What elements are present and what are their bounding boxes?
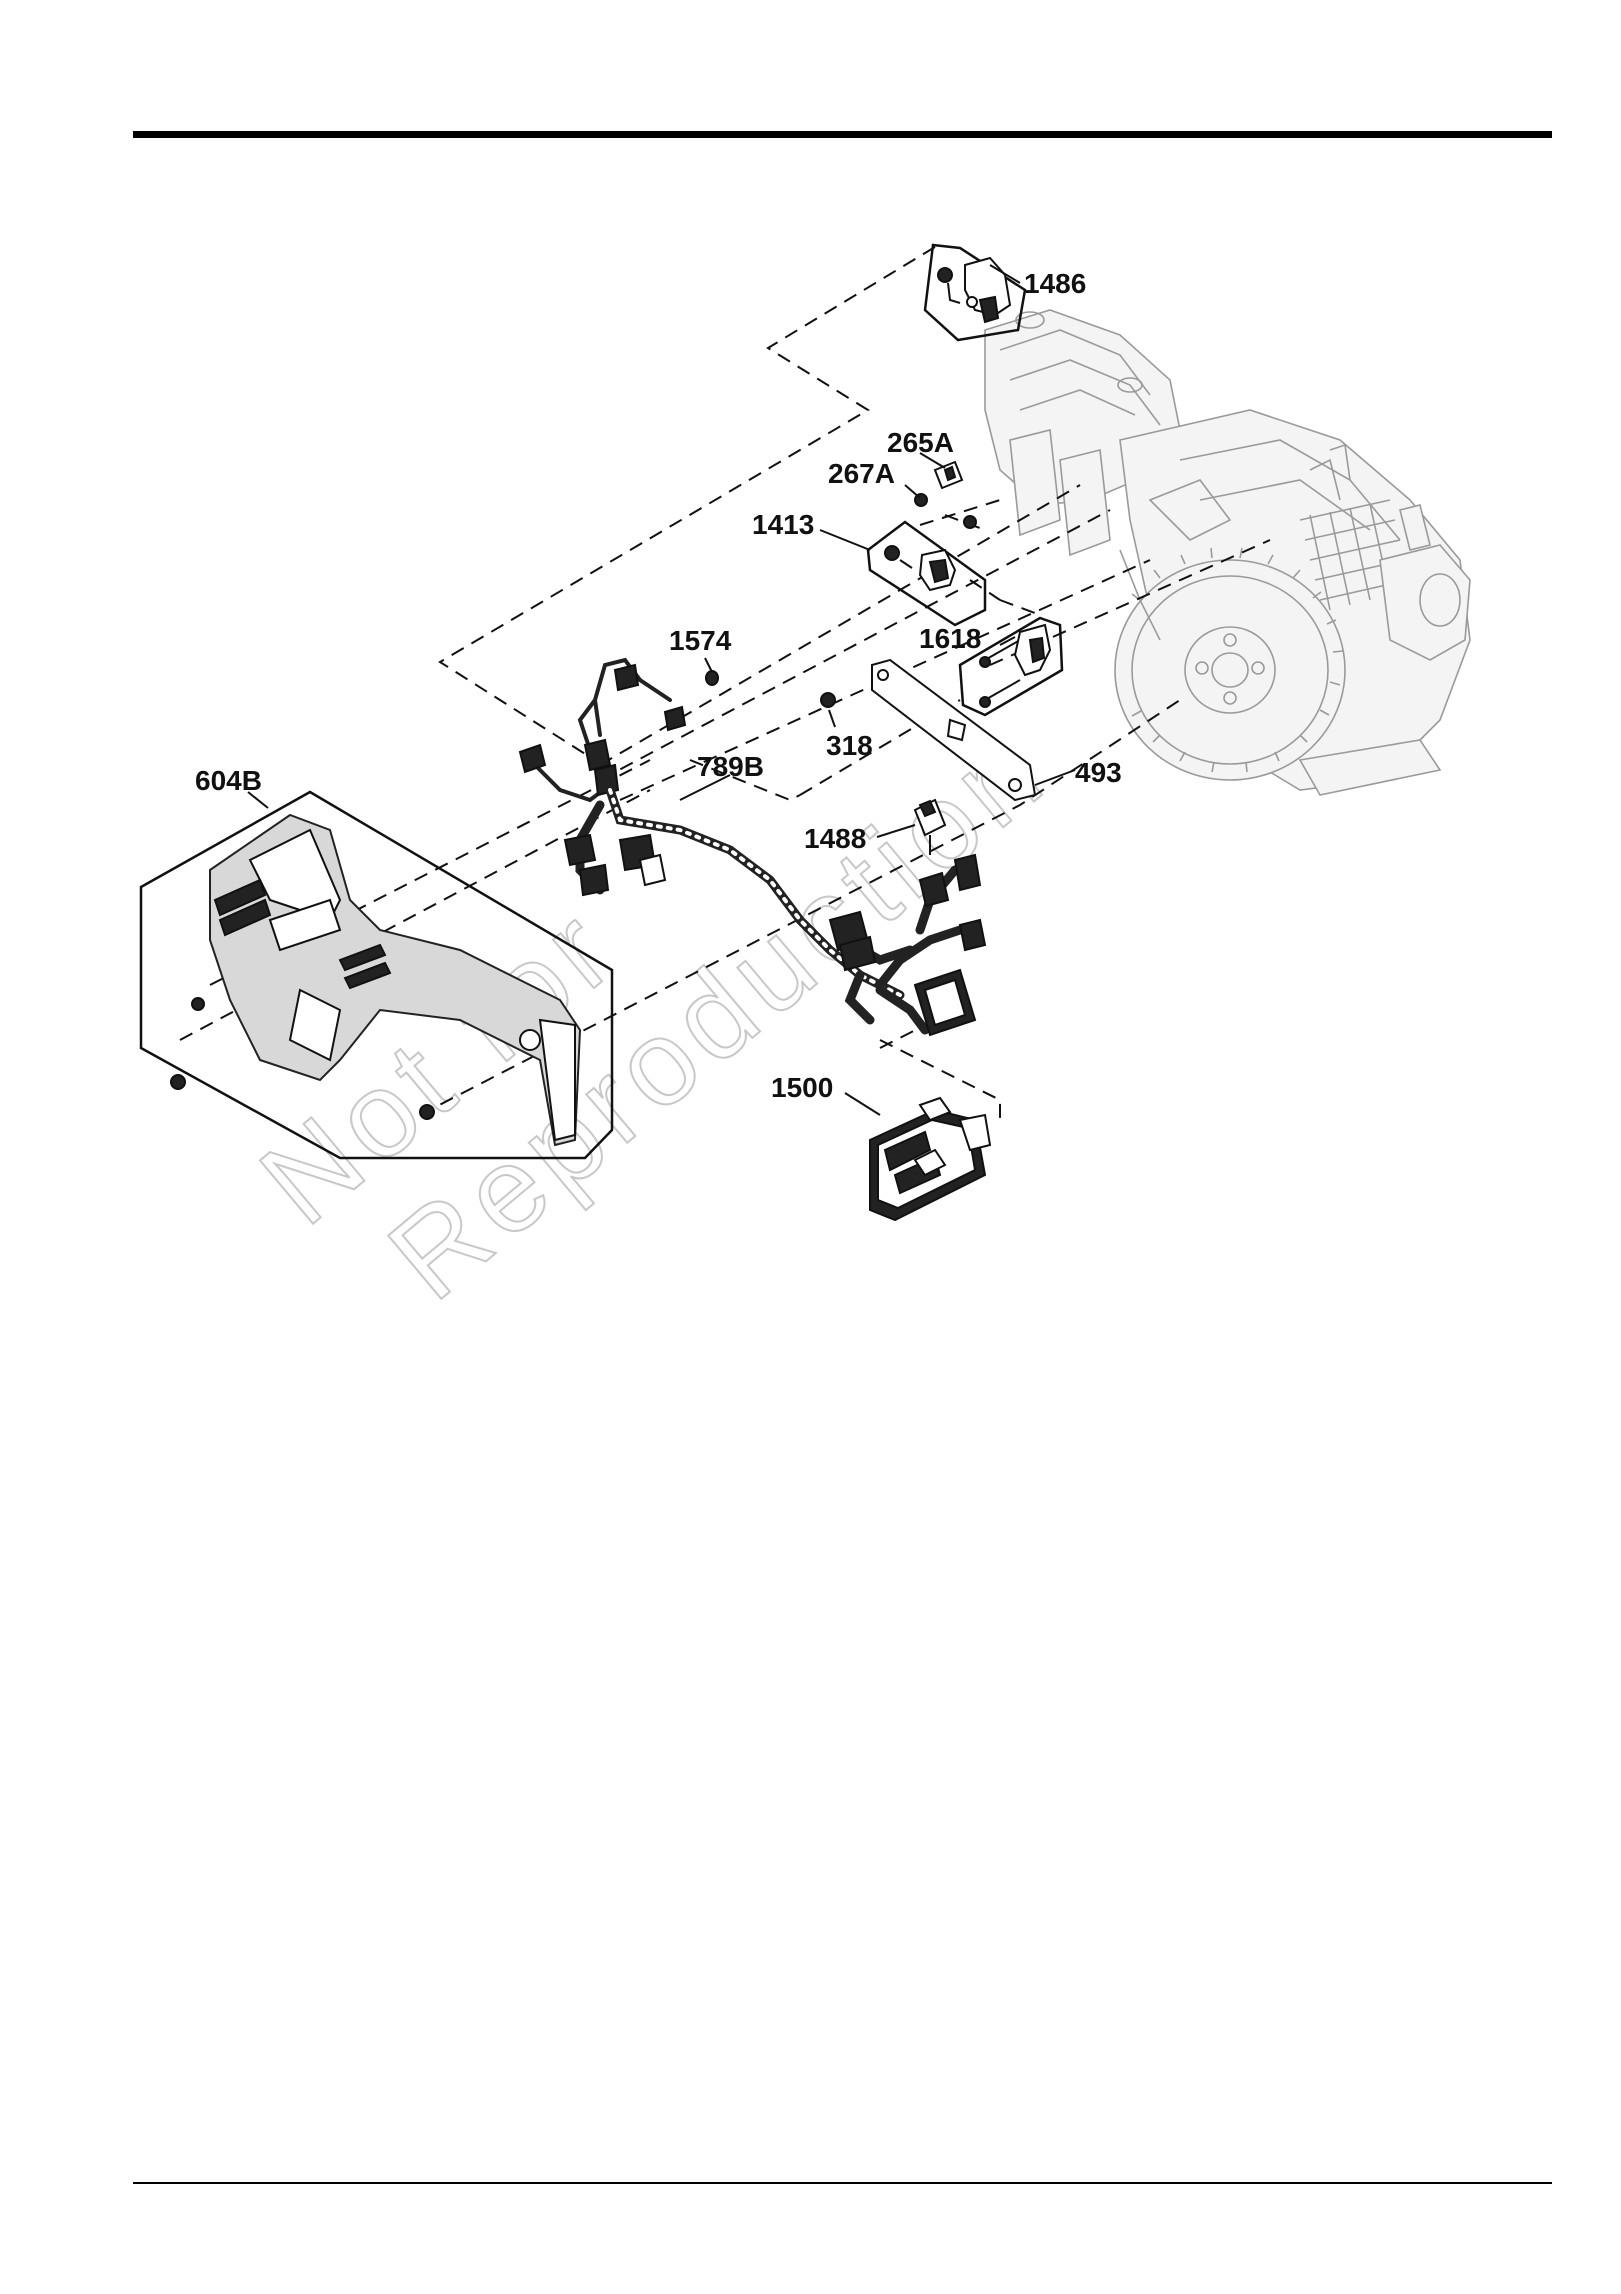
part-318-screw <box>821 693 835 707</box>
callout-1486: 1486 <box>1024 268 1086 299</box>
part-265A-clip <box>935 462 962 488</box>
callout-493: 493 <box>1075 757 1122 788</box>
callout-1618: 1618 <box>919 623 981 654</box>
ecu-module-icon <box>870 1098 990 1220</box>
callout-318: 318 <box>826 730 873 761</box>
callout-604B: 604B <box>195 765 262 796</box>
callout-265A: 265A <box>887 427 954 458</box>
callout-789B: 789B <box>697 751 764 782</box>
callout-1574: 1574 <box>669 625 732 656</box>
engine-assembly-icon <box>985 310 1470 795</box>
callout-1413: 1413 <box>752 509 814 540</box>
part-1413-sensor <box>868 522 985 625</box>
callout-1500: 1500 <box>771 1072 833 1103</box>
callout-267A: 267A <box>828 458 895 489</box>
callout-1488: 1488 <box>804 823 866 854</box>
part-1574-nut <box>706 671 718 685</box>
